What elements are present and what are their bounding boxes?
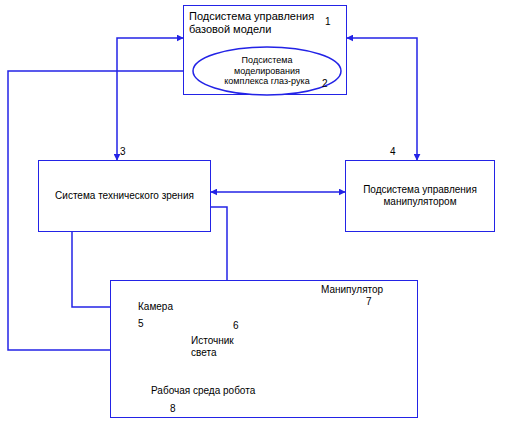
- environment-box: Рабочая среда роботаКамераИсточник света…: [110, 280, 418, 418]
- callout-number: 5: [138, 318, 144, 330]
- callout-number: 6: [233, 320, 239, 332]
- region-title: Рабочая среда робота: [151, 385, 457, 397]
- connector-arrow: [347, 38, 417, 160]
- part-name: Камера: [138, 301, 173, 313]
- light-node: Источник света: [191, 335, 249, 359]
- control-box: Подсистема управления манипулятором: [345, 160, 495, 232]
- connector-arrow: [211, 191, 345, 193]
- node-label: Подсистема управления базовой модели: [189, 10, 319, 36]
- node-label: Система технического зрения: [55, 190, 194, 202]
- model-ellipse: Подсистема моделирования комплекса глаз-…: [192, 46, 342, 96]
- callout-number: 8: [170, 403, 176, 415]
- vision-box: Система технического зрения: [38, 160, 211, 232]
- camera-node: Камера: [138, 301, 173, 313]
- callout-number: 7: [366, 296, 372, 308]
- part-name: Манипулятор: [321, 284, 383, 296]
- ellipse-shape: [193, 47, 341, 95]
- callout-number: 2: [322, 78, 328, 90]
- callout-number: 1: [325, 16, 331, 28]
- callout-number: 3: [120, 146, 126, 158]
- callout-number: 4: [390, 146, 396, 158]
- node-label: Подсистема моделирования комплекса глаз-…: [213, 55, 321, 87]
- connector-arrow: [117, 38, 183, 160]
- part-name: Источник света: [191, 335, 249, 359]
- node-label: Подсистема управления манипулятором: [352, 184, 488, 208]
- manipulator-node: Манипулятор: [321, 284, 383, 296]
